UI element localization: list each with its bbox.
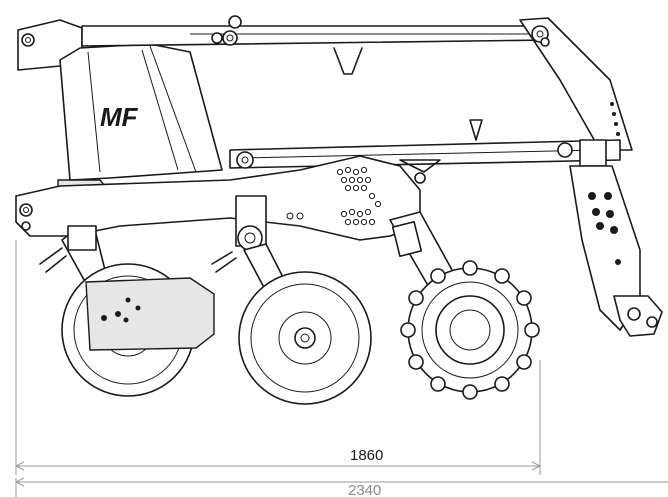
frame-holes-upper xyxy=(336,166,372,192)
dimension-1860: 1860 xyxy=(14,240,542,475)
roller-teeth xyxy=(400,260,540,400)
chassis xyxy=(15,155,421,241)
brand-logo: MF xyxy=(100,102,139,132)
dimension-2340: 2340 xyxy=(14,477,668,497)
frame-holes-lower xyxy=(340,192,382,226)
rear-arm xyxy=(519,17,633,151)
middle-wheel xyxy=(238,271,372,405)
dimension-label-2340: 2340 xyxy=(348,482,381,497)
packer-roller xyxy=(400,260,540,400)
lower-beam xyxy=(229,119,621,184)
rear-hitch-plate xyxy=(569,165,663,337)
front-wheel xyxy=(61,263,215,397)
dimension-label-1860: 1860 xyxy=(350,447,383,464)
front-mast: MF xyxy=(17,19,223,205)
